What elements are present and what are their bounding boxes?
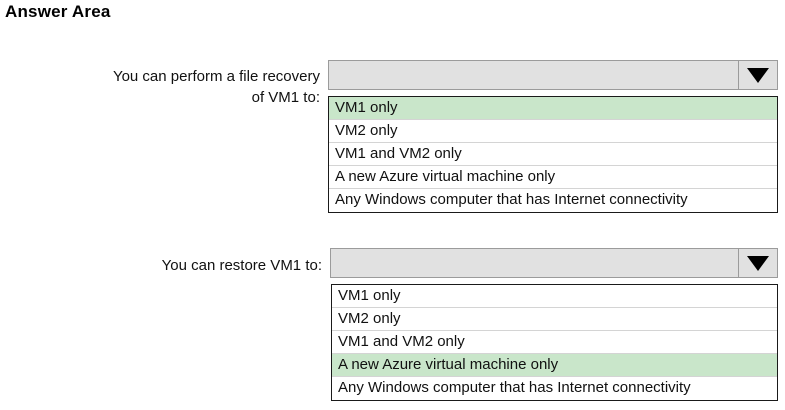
question-label-restore-vm1: You can restore VM1 to: (0, 255, 322, 276)
question-label-line: You can perform a file recovery (112, 68, 320, 85)
dropdown-option-list-file-recovery[interactable]: VM1 only VM2 only VM1 and VM2 only A new… (328, 96, 778, 213)
dropdown-option[interactable]: A new Azure virtual machine only (329, 166, 777, 189)
chevron-down-icon (747, 255, 769, 271)
dropdown-option[interactable]: VM1 and VM2 only (332, 331, 777, 354)
dropdown-option[interactable]: Any Windows computer that has Internet c… (329, 189, 777, 212)
question-label-line: You can restore VM1 to: (161, 257, 322, 274)
dropdown-option[interactable]: A new Azure virtual machine only (332, 354, 777, 377)
dropdown-file-recovery[interactable] (328, 60, 778, 90)
dropdown-selected-value[interactable] (331, 249, 738, 277)
dropdown-option[interactable]: VM2 only (329, 120, 777, 143)
question-label-file-recovery: You can perform a file recovery of VM1 t… (0, 66, 320, 108)
dropdown-toggle-button[interactable] (738, 61, 777, 89)
dropdown-toggle-button[interactable] (738, 249, 777, 277)
chevron-down-icon (747, 67, 769, 83)
dropdown-option[interactable]: Any Windows computer that has Internet c… (332, 377, 777, 400)
dropdown-option-list-restore-vm1[interactable]: VM1 only VM2 only VM1 and VM2 only A new… (331, 284, 778, 401)
dropdown-option[interactable]: VM1 and VM2 only (329, 143, 777, 166)
question-label-line: of VM1 to: (251, 89, 320, 106)
dropdown-restore-vm1[interactable] (330, 248, 778, 278)
dropdown-option[interactable]: VM1 only (329, 97, 777, 120)
dropdown-selected-value[interactable] (329, 61, 738, 89)
dropdown-option[interactable]: VM1 only (332, 285, 777, 308)
dropdown-option[interactable]: VM2 only (332, 308, 777, 331)
page-title: Answer Area (5, 2, 111, 21)
